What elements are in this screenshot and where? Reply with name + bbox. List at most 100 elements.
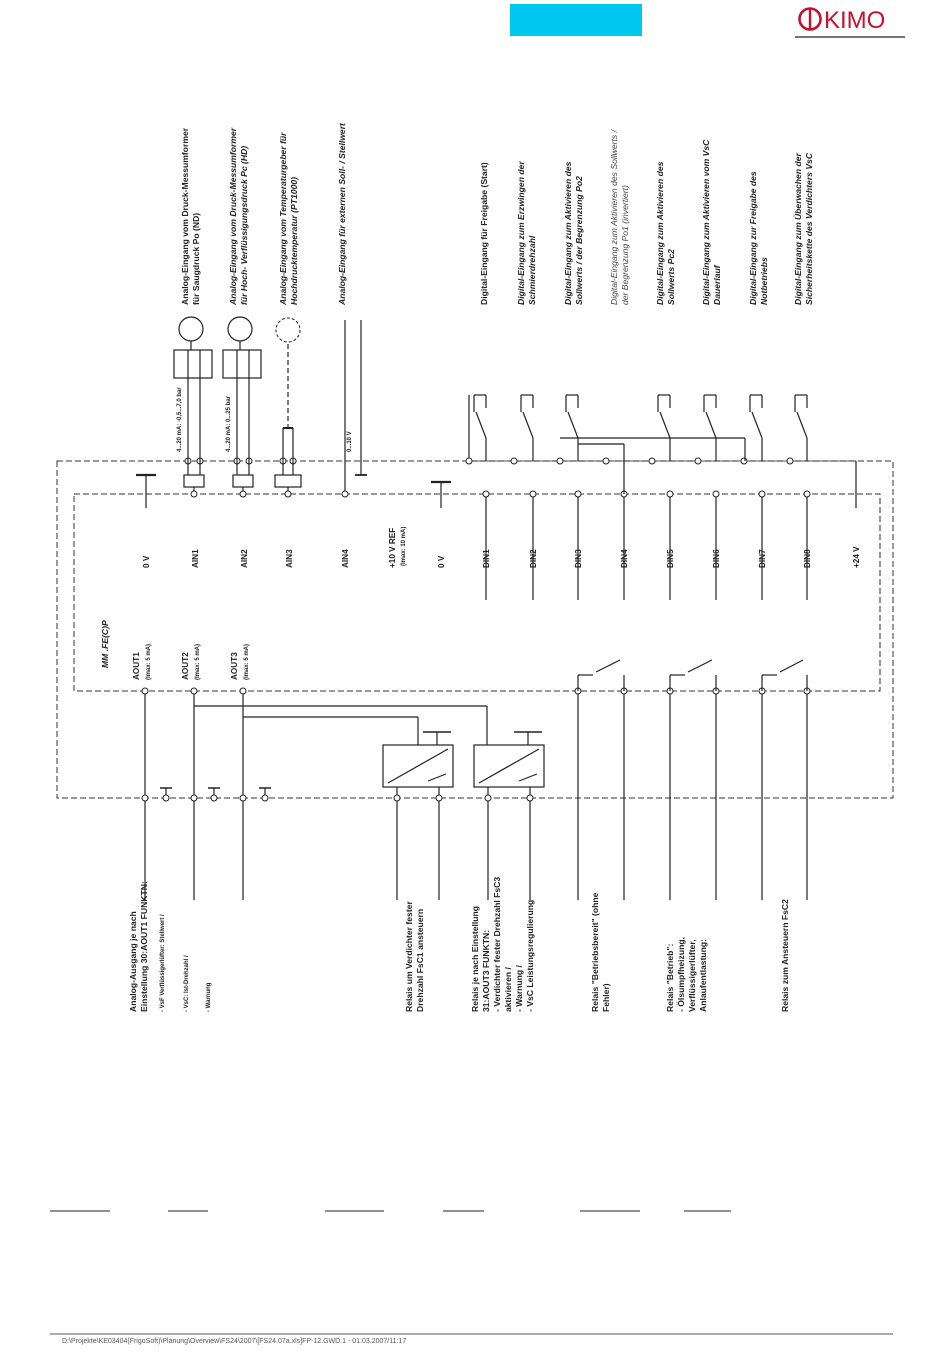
relay-coil-2-diagonal <box>478 748 540 784</box>
pin-ain3-label: AIN3 <box>285 549 294 568</box>
ain4-inner-terminal <box>341 490 349 498</box>
bottom-description-1-line-2: Einstellung 30:AOUT1 FUNKTN: <box>139 881 149 1012</box>
din6-switch-blade <box>705 411 717 439</box>
pin-ain2-label: AIN2 <box>240 549 249 568</box>
bottom-description-5-line-1: Relais "Betrieb": <box>665 944 675 1012</box>
din7-inner-terminal <box>758 490 766 498</box>
bottom-description-4-line-1: Relais "Betriebsbereit" (ohne <box>590 892 600 1012</box>
ref-current-label: (Imax: 10 mA) <box>401 527 407 566</box>
ain2-input-block <box>232 474 254 488</box>
din1-switch-blade <box>475 411 487 439</box>
pin-24v-label: +24 V <box>852 546 861 568</box>
din2-inner-terminal <box>529 490 537 498</box>
aout3-terminal <box>239 687 247 695</box>
temperature-sensor-icon <box>275 317 301 343</box>
top-description-2-line-2: für Hoch- Verflüssigungsdruck Pc (HD) <box>239 146 249 305</box>
top-description-9-line-1: Digital-Eingang zum Aktivieren des <box>655 161 665 305</box>
pressure-sensor-icon <box>178 316 204 342</box>
bottom-description-3-line-6: - VsC Leistungsregulierung <box>525 900 535 1012</box>
top-description-9-line-2: Sollwerts Pc2 <box>666 249 676 305</box>
bottom-description-3-line-3: - Verdichter fester Drehzahl FsC3 <box>492 877 502 1012</box>
top-description-7-line-2: Sollwerts / der Begrenzung Po2 <box>574 176 584 305</box>
ain2-range-label: 4...20 mA: 0...25 bar <box>226 395 232 452</box>
pin-0v-label: 0 V <box>142 555 151 568</box>
relay-coil-1 <box>382 744 454 788</box>
relay-coil-1-diagonal <box>387 748 449 784</box>
header-accent-bar <box>510 4 642 36</box>
top-description-7-line-1: Digital-Eingang zum Aktivieren des <box>563 161 573 305</box>
pin-ain1-label: AIN1 <box>191 549 200 568</box>
bottom-description-3-line-2: 31:AOUT3 FUNKTN: <box>481 930 491 1012</box>
bottom-description-5-line-3: Verflüssigerlüfter, <box>687 939 697 1012</box>
top-description-12-line-1: Digital-Eingang zum Überwachen der <box>793 153 803 305</box>
top-description-3-line-2: Hochdrucktemperatur (PT1000) <box>289 177 299 305</box>
aout3-label: AOUT3 <box>230 652 239 680</box>
pin-ain4-label: AIN4 <box>341 549 350 568</box>
footer-path: D:\Projekte\KE03404(FrigoSoft)\Planung\O… <box>62 1338 407 1345</box>
relay-coil-2-contact <box>518 773 538 782</box>
aout1-outer-terminal <box>141 794 149 802</box>
aout1-label: AOUT1 <box>132 652 141 680</box>
bottom-description-5-line-4: Anlaufentlastung: <box>698 939 708 1012</box>
outer-enclosure <box>56 460 894 799</box>
top-description-5-line-1: Digital-Eingang für Freigabe (Start) <box>479 162 489 305</box>
top-description-8-line-2: der Begrenzung Po1 (invertiert) <box>620 185 630 305</box>
pin-0v-2-label: 0 V <box>437 555 446 568</box>
bottom-description-2-line-1: Relais um Verdichter fester <box>404 901 414 1012</box>
bottom-description-1-line-5: - Warnung <box>206 982 212 1012</box>
bottom-description-3-line-4: aktivieren / <box>503 966 513 1012</box>
output-ground-terminal-3 <box>261 794 269 802</box>
din2-switch-blade <box>522 411 534 439</box>
din-bus-terminal-4 <box>602 457 610 465</box>
top-description-10-line-1: Digital-Eingang zum Aktivieren vom VsC <box>701 139 711 305</box>
out-relay-2-blade <box>687 659 713 673</box>
relay-1-terminal-a <box>393 794 401 802</box>
bottom-description-1-line-4: - VsC: Ist-Drehzahl / <box>184 955 190 1012</box>
controller-enclosure <box>73 493 881 692</box>
top-description-1-line-2: für Saugdruck Po (ND) <box>191 213 201 305</box>
relay-2-terminal-b <box>526 794 534 802</box>
pin-10v-ref-label: +10 V REF <box>388 528 397 568</box>
bottom-description-4-line-2: Fehler) <box>601 983 611 1012</box>
aout2-label: AOUT2 <box>181 652 190 680</box>
top-description-11-line-2: Notbetriebs <box>759 257 769 305</box>
ain2-transducer-box <box>222 349 262 379</box>
ain1-range-label: 4...20 mA: -0,5...7,0 bar <box>177 387 183 452</box>
output-ground-terminal-2 <box>210 794 218 802</box>
relay-1-terminal-b <box>435 794 443 802</box>
bottom-description-3-line-5: - Warnung / <box>514 964 524 1012</box>
relay-2-terminal-a <box>484 794 492 802</box>
device-model-label: MM .FE(C)P <box>100 620 110 668</box>
brand-name: KIMO <box>824 7 885 34</box>
top-description-8-line-1: Digital-Eingang zum Aktivieren des Sollw… <box>609 128 619 305</box>
din-bus-terminal-5 <box>648 457 656 465</box>
top-description-2-line-1: Analog-Eingang vom Druck-Messumformer <box>228 127 238 306</box>
relay-coil-1-contact <box>427 773 447 782</box>
din5-inner-terminal <box>666 490 674 498</box>
output-ground-terminal-1 <box>162 794 170 802</box>
din-bus-terminal-7 <box>740 457 748 465</box>
top-description-3-line-1: Analog-Eingang vom Temperaturgeber für <box>278 132 288 306</box>
din5-switch-blade <box>659 411 671 439</box>
ain1-input-block <box>183 474 205 488</box>
top-description-6-line-1: Digital-Eingang zum Erzwingen der <box>516 161 526 305</box>
din1-inner-terminal <box>482 490 490 498</box>
din-bus-terminal-8 <box>786 457 794 465</box>
bottom-description-5-line-2: - Ölsumpfheizung, <box>676 937 686 1012</box>
out-relay-3-blade <box>779 659 804 673</box>
ain2-inner-terminal <box>239 490 247 498</box>
bottom-description-2-line-2: Drehzahl FsC1 ansteuern <box>415 909 425 1012</box>
bottom-description-6-line-1: Relais zum Ansteuern FsC2 <box>780 899 790 1012</box>
bottom-description-1-line-1: Analog-Ausgang je nach <box>128 911 138 1012</box>
relay-coil-2 <box>473 744 545 788</box>
aout1-terminal <box>141 687 149 695</box>
aout2-current-label: (Imax: 5 mA) <box>195 644 201 680</box>
din-bus-terminal-2 <box>510 457 518 465</box>
din8-switch-blade <box>796 411 808 439</box>
top-description-1-line-1: Analog-Eingang vom Druck-Messumformer <box>180 127 190 305</box>
aout2-terminal <box>190 687 198 695</box>
din3-switch-blade <box>567 411 579 439</box>
din8-inner-terminal <box>803 490 811 498</box>
top-description-12-line-2: Sicherheitskette des Verdichters VsC <box>804 152 814 305</box>
